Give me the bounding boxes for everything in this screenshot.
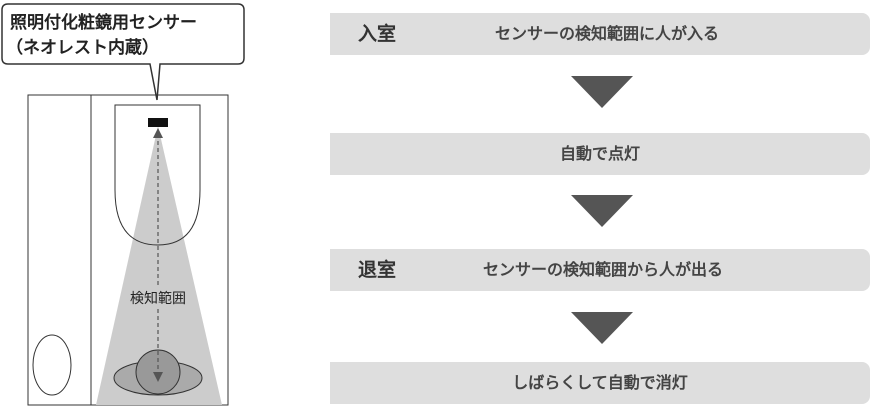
step-leave-tag: 退室: [358, 259, 397, 281]
room-floor-plan-diagram: 検知範囲 照明付化粧鏡用センサー （ネオレスト内蔵）: [1, 3, 245, 406]
step-auto-off-text: しばらくして自動で消灯: [512, 373, 688, 392]
sensor-callout-line1: 照明付化粧鏡用センサー: [10, 12, 197, 33]
flow-arrow-1: [571, 76, 633, 108]
step-enter-text: センサーの検知範囲に人が入る: [495, 24, 720, 43]
detection-range-cone: [96, 126, 222, 405]
sensor-callout-box: [1, 3, 245, 101]
step-auto-on: 自動で点灯: [330, 133, 870, 175]
flow-arrow-2: [571, 195, 633, 227]
toilet-bowl: [32, 334, 72, 396]
detection-arrowhead-top: [153, 128, 163, 138]
step-auto-off: しばらくして自動で消灯: [330, 362, 870, 404]
detection-range-label: 検知範囲: [130, 290, 186, 307]
flow-arrow-3: [571, 312, 633, 344]
step-enter-room: 入室 センサーの検知範囲に人が入る: [330, 13, 870, 55]
sensor-unit: [148, 118, 168, 127]
mirror-cabinet-outline: [114, 104, 201, 246]
step-leave-room: 退室 センサーの検知範囲から人が出る: [330, 249, 870, 291]
sensor-callout-line2: （ネオレスト内蔵）: [6, 37, 159, 58]
step-auto-on-text: 自動で点灯: [559, 144, 640, 163]
detection-arrowhead-bottom: [153, 372, 163, 382]
detection-label-background: [126, 287, 190, 309]
step-leave-text: センサーの検知範囲から人が出る: [483, 260, 724, 279]
step-enter-tag: 入室: [358, 23, 397, 45]
